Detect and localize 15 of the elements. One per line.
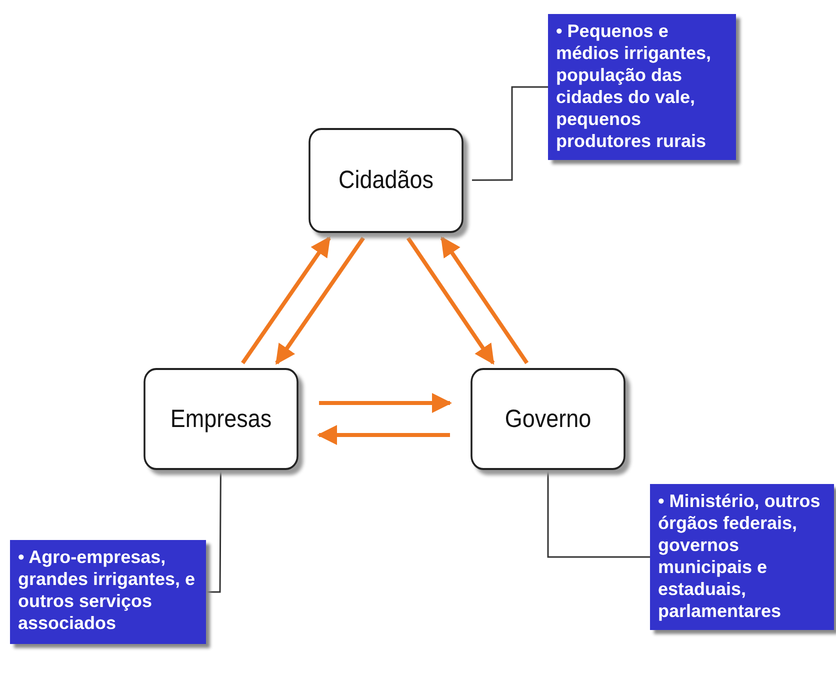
arrow (440, 236, 529, 364)
actor-box: Empresas (144, 368, 298, 470)
actor-box: Cidadãos (308, 128, 464, 233)
note-box: • Pequenos e médios irrigantes, população das cidades do vale, pequenos produtores rurais (548, 14, 736, 160)
note-box: • Ministério, outros órgãos federais, governos municipais e estaduais, parlamentares (650, 484, 834, 630)
leader-line (472, 86, 548, 181)
arrow (406, 236, 495, 365)
leader-line (206, 470, 222, 593)
note-box: • Agro-empresas, grandes irrigantes, e outros serviços associados (10, 540, 206, 644)
arrow (275, 236, 365, 365)
actor-box: Governo (470, 368, 626, 470)
arrow (241, 236, 331, 364)
arrow (317, 425, 450, 445)
arrow (319, 393, 452, 413)
leader-line (547, 470, 650, 558)
